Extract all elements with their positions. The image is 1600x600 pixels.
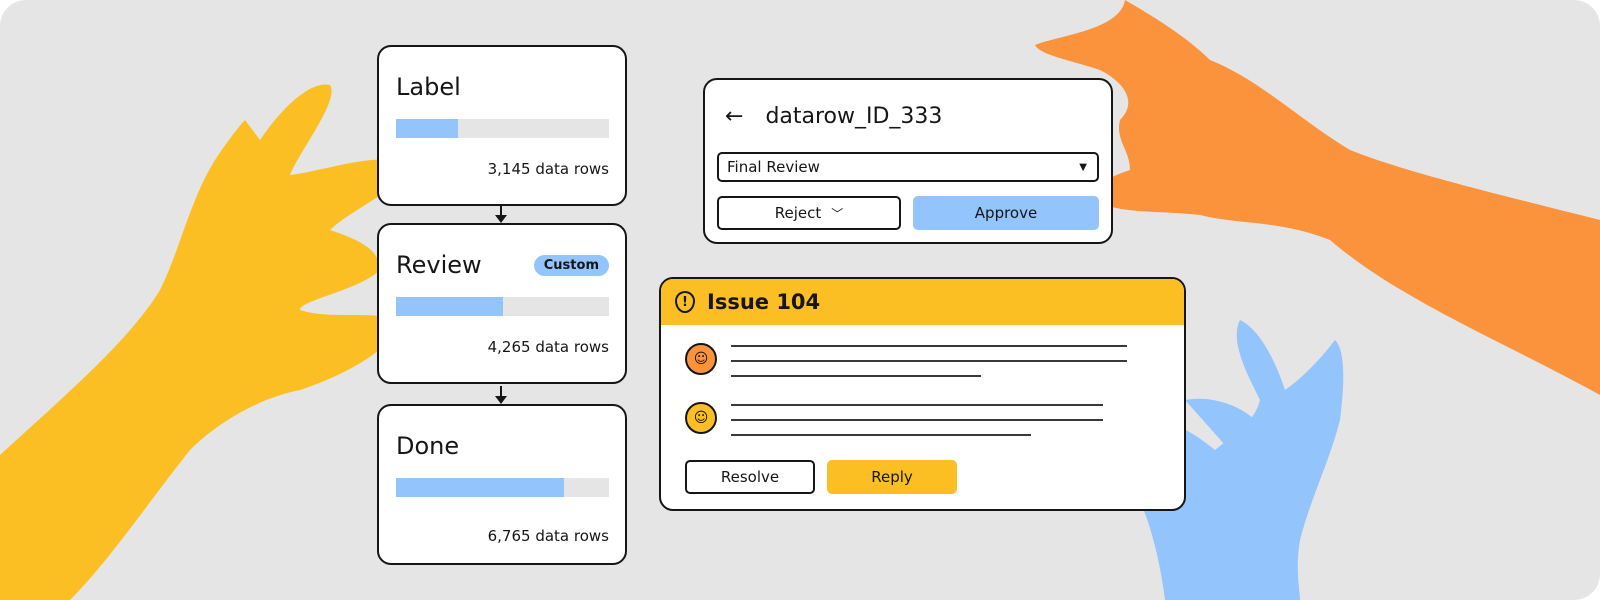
issue-title: Issue 104 bbox=[707, 290, 821, 314]
caret-down-icon: ▼ bbox=[1079, 161, 1087, 173]
comment: ☺ bbox=[685, 402, 1103, 449]
approve-label: Approve bbox=[974, 204, 1038, 222]
reject-label: Reject bbox=[774, 204, 822, 222]
datarow-panel: ← datarow_ID_333 Final Review ▼ Reject﹀ … bbox=[703, 78, 1113, 244]
review-step-select[interactable]: Final Review ▼ bbox=[717, 152, 1099, 182]
progress-fill bbox=[396, 119, 458, 138]
orange-hand bbox=[1035, 0, 1600, 395]
user-avatar-icon: ☺ bbox=[685, 402, 717, 434]
alert-pin-icon: ! bbox=[675, 291, 695, 313]
row-count: 6,765 data rows bbox=[487, 527, 609, 545]
reply-label: Reply bbox=[871, 468, 913, 486]
progress-bar bbox=[396, 119, 609, 138]
reject-button[interactable]: Reject ﹀ bbox=[717, 196, 901, 230]
datarow-title: datarow_ID_333 bbox=[765, 103, 943, 129]
select-value: Final Review bbox=[727, 158, 820, 176]
reply-button[interactable]: Reply bbox=[827, 460, 957, 494]
stage-card-review[interactable]: Review Custom 4,265 data rows bbox=[377, 223, 627, 384]
stage-card-done[interactable]: Done 6,765 data rows bbox=[377, 404, 627, 565]
chevron-down-icon: ﹀ bbox=[831, 206, 844, 221]
progress-fill bbox=[396, 478, 565, 497]
stage-title: Done bbox=[396, 432, 460, 460]
stage-title: Label bbox=[396, 73, 461, 101]
issue-panel: ! Issue 104 ☺ ☺ Resolve Reply bbox=[659, 277, 1186, 511]
stage-card-label[interactable]: Label 3,145 data rows bbox=[377, 45, 627, 206]
stage-title: Review bbox=[396, 251, 482, 279]
user-avatar-icon: ☺ bbox=[685, 343, 717, 375]
row-count: 4,265 data rows bbox=[487, 338, 609, 356]
yellow-hand bbox=[0, 84, 410, 600]
resolve-label: Resolve bbox=[720, 468, 780, 486]
progress-bar bbox=[396, 297, 609, 316]
row-count: 3,145 data rows bbox=[487, 160, 609, 178]
approve-button[interactable]: Approve bbox=[913, 196, 1099, 230]
flow-arrow bbox=[495, 386, 507, 404]
progress-bar bbox=[396, 478, 609, 497]
blue-hand bbox=[1129, 320, 1344, 600]
flow-arrow bbox=[495, 206, 507, 223]
comment: ☺ bbox=[685, 343, 1127, 390]
arrow-left-icon[interactable]: ← bbox=[725, 103, 744, 129]
custom-badge: Custom bbox=[533, 255, 609, 276]
resolve-button[interactable]: Resolve bbox=[685, 460, 815, 494]
progress-fill bbox=[396, 297, 503, 316]
